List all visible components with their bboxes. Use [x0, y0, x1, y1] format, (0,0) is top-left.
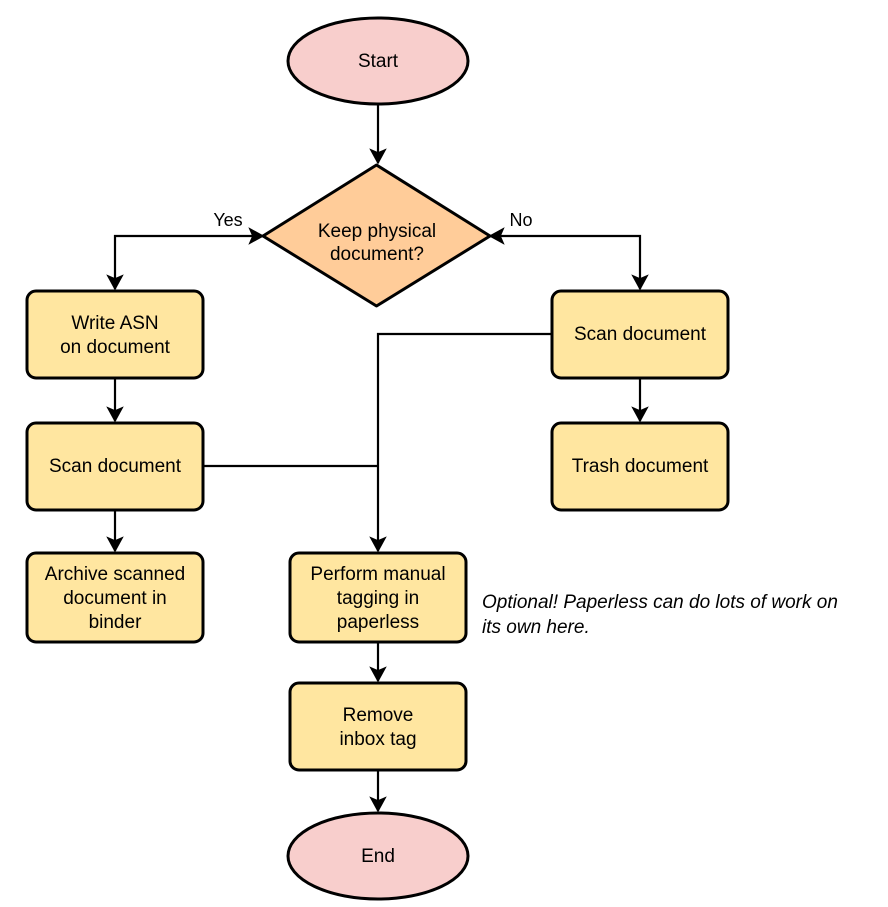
decision-label-line1: Keep physical [318, 221, 436, 242]
remove-inbox-tag-box [288, 681, 468, 772]
node-start[interactable]: Start [286, 16, 470, 106]
scan-document-right-box [550, 289, 730, 380]
node-scan-document-left[interactable]: Scan document [25, 421, 205, 512]
node-archive-scanned-document[interactable]: Archive scanned document in binder [25, 551, 205, 644]
archive-box [25, 551, 205, 644]
optional-note-line2: its own here. [482, 617, 590, 638]
tagging-label-line2: tagging in [337, 588, 419, 609]
edge-scan-right-to-tagging [369, 332, 552, 553]
trash-document-label: Trash document [572, 456, 709, 477]
node-scan-document-right[interactable]: Scan document [550, 289, 730, 380]
node-perform-manual-tagging[interactable]: Perform manual tagging in paperless [288, 551, 468, 644]
remove-inbox-label-line1: Remove [343, 705, 414, 726]
remove-inbox-label-line2: inbox tag [339, 729, 416, 750]
edge-decision-no-to-scan-right [488, 227, 649, 291]
write-asn-label-line1: Write ASN [71, 313, 158, 334]
end-label: End [361, 846, 395, 867]
edge-label-no: No [509, 210, 532, 230]
trash-document-box [550, 421, 730, 512]
tagging-label-line1: Perform manual [310, 564, 445, 585]
edge-decision-yes-to-write-asn [106, 227, 265, 291]
scan-document-left-box [25, 421, 205, 512]
decision-diamond [261, 163, 492, 308]
decision-label-line2: document? [330, 244, 424, 265]
archive-label-line2: document in [63, 588, 167, 609]
end-ellipse [286, 811, 470, 901]
tagging-box [288, 551, 468, 644]
node-decision-keep-physical-document[interactable]: Keep physical document? [261, 163, 492, 308]
edge-label-yes: Yes [213, 210, 242, 230]
start-ellipse [286, 16, 470, 106]
tagging-label-line3: paperless [337, 612, 419, 633]
node-remove-inbox-tag[interactable]: Remove inbox tag [288, 681, 468, 772]
archive-label-line3: binder [89, 612, 142, 633]
scan-document-left-label: Scan document [49, 456, 182, 477]
optional-note-line1: Optional! Paperless can do lots of work … [482, 592, 838, 613]
scan-document-right-label: Scan document [574, 324, 707, 345]
node-end[interactable]: End [286, 811, 470, 901]
node-trash-document[interactable]: Trash document [550, 421, 730, 512]
annotation-optional-note: Optional! Paperless can do lots of work … [482, 592, 838, 638]
node-write-asn-on-document[interactable]: Write ASN on document [25, 289, 205, 380]
archive-label-line1: Archive scanned [45, 564, 185, 585]
write-asn-label-line2: on document [60, 337, 171, 358]
write-asn-box [25, 289, 205, 380]
start-label: Start [358, 51, 399, 72]
